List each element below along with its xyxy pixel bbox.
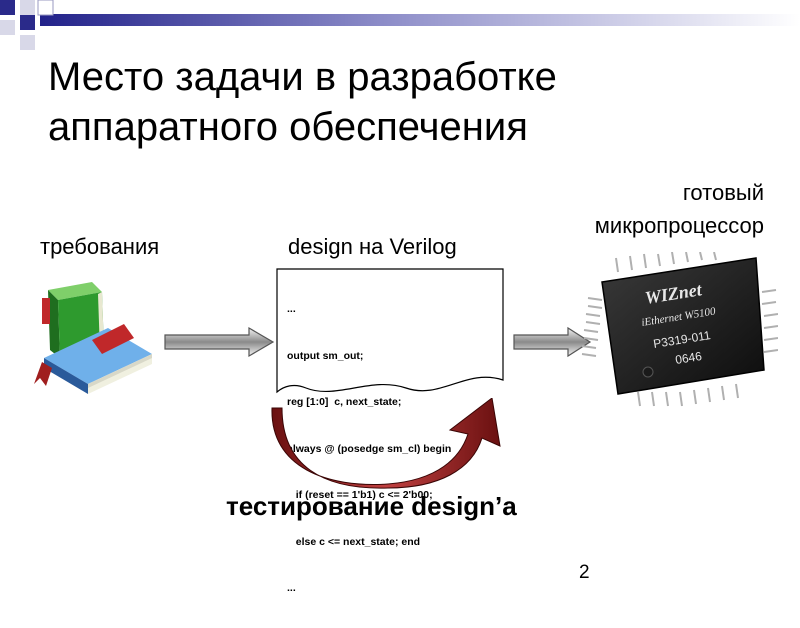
curved-testing-arrow bbox=[268, 398, 510, 490]
page-number: 2 bbox=[579, 562, 590, 584]
microprocessor-chip-icon: WIZnet iEthernet W5100 P3319-011 0646 bbox=[578, 252, 778, 412]
code-line: ... bbox=[287, 302, 451, 318]
arrow-requirements-to-design bbox=[163, 326, 275, 358]
design-label: design на Verilog bbox=[288, 234, 457, 260]
requirements-label: требования bbox=[40, 234, 159, 260]
slide-title: Место задачи в разработке аппаратного об… bbox=[48, 52, 748, 152]
code-line: else c <= next_state; end bbox=[287, 535, 451, 551]
code-line: ... bbox=[287, 581, 451, 597]
header-decoration bbox=[0, 0, 800, 60]
book-icon bbox=[30, 280, 160, 395]
processor-label: готовый микропроцессор bbox=[595, 176, 764, 242]
testing-label: тестирование design’a bbox=[226, 491, 517, 522]
verilog-document: ... output sm_out; reg [1:0] c, next_sta… bbox=[276, 268, 504, 400]
code-line: output sm_out; bbox=[287, 349, 451, 365]
processor-label-line2: микропроцессор bbox=[595, 209, 764, 242]
processor-label-line1: готовый bbox=[595, 176, 764, 209]
